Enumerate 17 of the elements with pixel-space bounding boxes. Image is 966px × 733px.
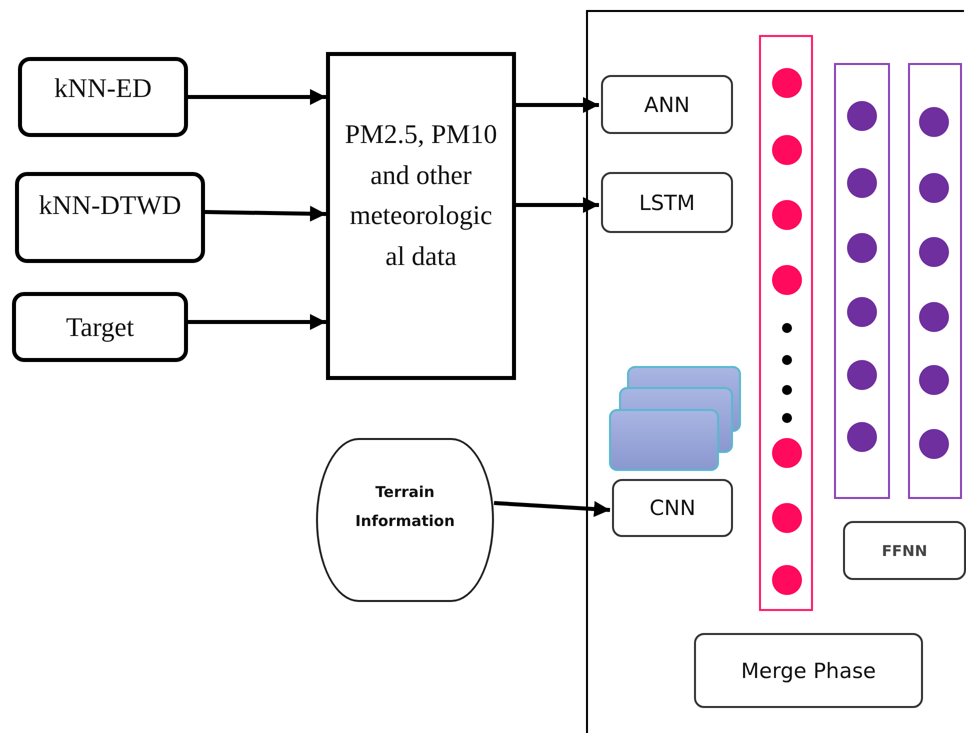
arrow <box>516 197 599 213</box>
process-box: Target <box>12 292 188 362</box>
arrow <box>188 314 326 330</box>
model-box: FFNN <box>843 521 966 580</box>
model-box: Merge Phase <box>694 633 923 708</box>
terminal-shape: Terrain Information <box>316 438 494 602</box>
arrow <box>204 206 326 222</box>
model-box: LSTM <box>601 172 733 233</box>
model-box: ANN <box>601 75 733 134</box>
arrow <box>494 501 610 518</box>
process-box: kNN-DTWD <box>15 172 205 263</box>
process-box: kNN-ED <box>18 57 188 137</box>
model-panel <box>586 10 964 733</box>
model-box: CNN <box>612 479 733 537</box>
arrow <box>188 89 326 105</box>
arrow <box>516 97 599 113</box>
data-box: PM2.5, PM10 and other meteorologic al data <box>326 52 516 380</box>
